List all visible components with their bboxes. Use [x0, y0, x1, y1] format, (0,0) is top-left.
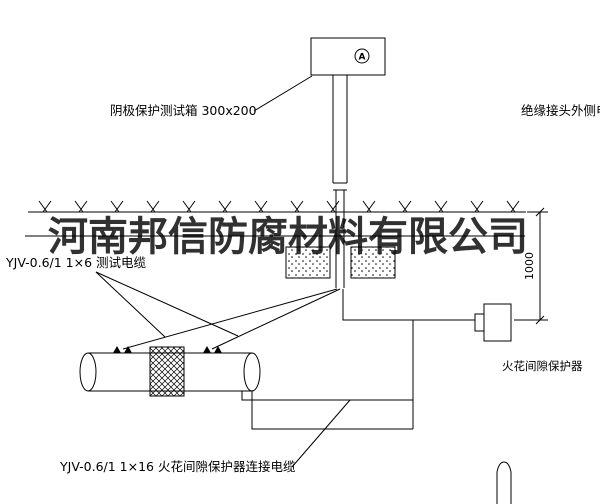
terminal-letter: A: [359, 53, 366, 63]
cable-bolts: [113, 346, 222, 353]
test-box: A: [310, 37, 386, 76]
grass-icon: [470, 200, 484, 213]
leader-spark-cable: [291, 399, 351, 468]
ground-line: [28, 200, 526, 213]
grass-icon: [326, 200, 340, 213]
dimension-tick: [535, 315, 545, 325]
spark-gap-cable-label: YJV-0.6/1 1×16 火花间隙保护器连接电缆: [59, 459, 296, 474]
grass-icon: [254, 200, 268, 213]
pipe-end-cap: [243, 352, 261, 392]
grass-icon: [182, 200, 196, 213]
leader-test-box: [253, 75, 313, 112]
test-cable-label: YJV-0.6/1 1×6 测试电缆: [5, 255, 147, 270]
grass-icon: [74, 200, 88, 213]
grass-icon: [38, 200, 52, 213]
insulating-joint: [149, 346, 185, 397]
test-post: [332, 75, 348, 288]
grass-icon: [146, 200, 160, 213]
spark-gap-protector: [474, 303, 512, 342]
dimension-1000: 1000: [514, 207, 548, 325]
grass-icon: [290, 200, 304, 213]
spark-gap-label: 火花间隙保护器: [502, 359, 583, 373]
spark-gap-cables: [241, 289, 475, 430]
test-cables: [122, 288, 341, 350]
grass-icon: [110, 200, 124, 213]
grass-icon: [434, 200, 448, 213]
insulating-joint-cable-label: 绝缘接头外侧电缆: [521, 103, 600, 118]
grass-icon: [218, 200, 232, 213]
grass-icon: [362, 200, 376, 213]
grass-icon: [506, 200, 520, 213]
leader-test-cable: [95, 271, 239, 338]
pipe-end-cap: [79, 352, 97, 392]
dimension-tick: [535, 207, 545, 217]
dimension-text: 1000: [523, 252, 536, 280]
pipeline: [79, 346, 261, 397]
grass-icon: [398, 200, 412, 213]
pipe-riser-icon: [496, 461, 512, 504]
concrete-foundation: [285, 246, 396, 279]
terminal-circle-icon: [354, 48, 370, 64]
test-box-label: 阴极保护测试箱 300x200: [110, 103, 257, 118]
